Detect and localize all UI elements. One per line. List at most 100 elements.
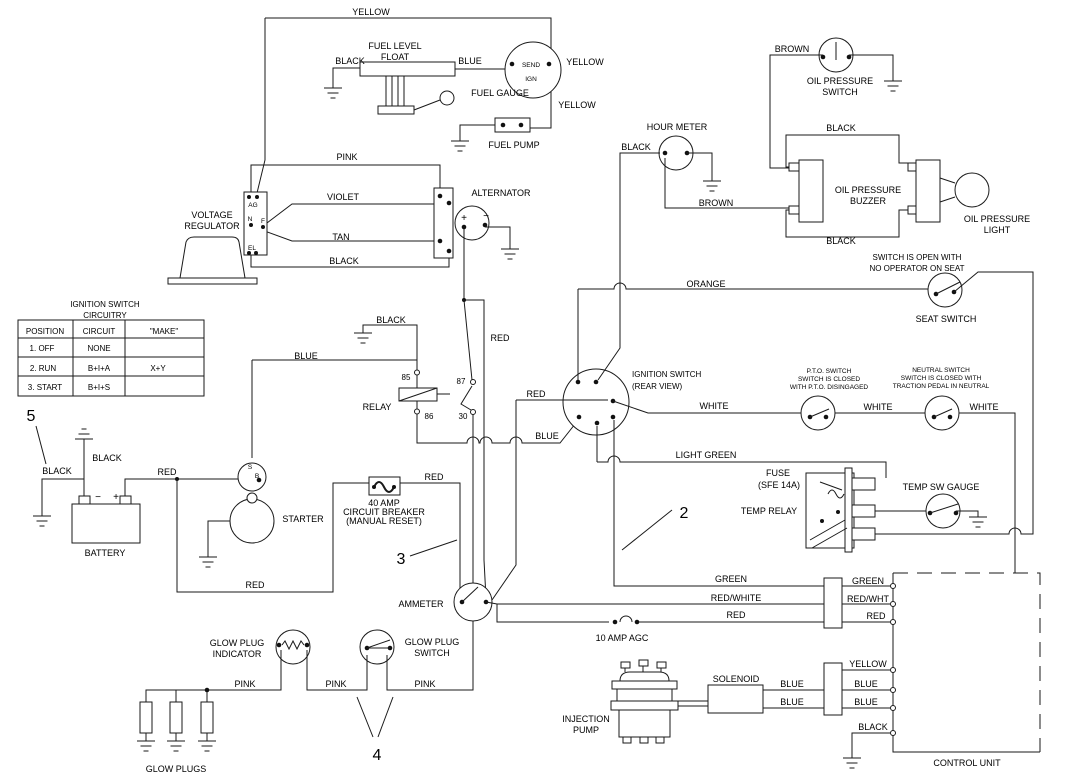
terminal-ag: AG	[248, 202, 257, 209]
wire-label-green-left: GREEN	[715, 574, 747, 584]
wire-label-red-bottom: RED	[245, 580, 265, 590]
relay-terminal-30: 30	[459, 412, 468, 421]
wire-label-black-hour: BLACK	[621, 142, 651, 152]
injection-circuit: INJECTION PUMP SOLENOID BLUE BLUE YELLOW…	[562, 659, 890, 769]
oil-circuit: BROWN OIL PRESSURE SWITCH HOUR METER BLA…	[621, 37, 1030, 246]
regulator-label-1: VOLTAGE	[191, 210, 232, 220]
callout-3: 3	[397, 551, 406, 568]
terminal-n: N	[248, 216, 253, 223]
temp-circuit: FUSE (SFE 14A) TEMP RELAY TEMP SW GAUGE	[741, 467, 988, 553]
ground-icon	[136, 737, 156, 752]
pto-note-1: P.T.O. SWITCH	[807, 368, 852, 375]
wire-label-red-batt: RED	[157, 467, 177, 477]
wire-label-orange: ORANGE	[686, 279, 725, 289]
fuel-gauge-symbol	[504, 41, 562, 99]
wire-label-pink: PINK	[336, 152, 357, 162]
wire-label-black-fuel: BLACK	[335, 56, 365, 66]
wire-label-yellow-down: YELLOW	[558, 100, 596, 110]
wire-label-black-cu: BLACK	[858, 722, 888, 732]
wire-label-red-alt: RED	[490, 333, 510, 343]
fuse-10amp-label: 10 AMP AGC	[596, 633, 649, 643]
wire-label-blue-relay: BLUE	[294, 351, 318, 361]
ground-icon	[323, 84, 343, 99]
regulator-label-2: REGULATOR	[184, 221, 240, 231]
oil-light-label-2: LIGHT	[984, 225, 1011, 235]
wire-label-black-relay: BLACK	[376, 315, 406, 325]
callouts: 5 3 2 4	[27, 408, 689, 764]
temp-relay-symbol	[805, 467, 876, 553]
neutral-note-1: NEUTRAL SWITCH	[912, 367, 970, 374]
breaker-label-3: (MANUAL RESET)	[346, 516, 422, 526]
relay-terminal-85: 85	[402, 373, 411, 382]
charging-circuit: PINK VOLTAGE REGULATOR AG N F EL VIOLET …	[167, 152, 531, 599]
relay-terminal-87: 87	[457, 377, 466, 386]
wire-label-redwht-right: RED/WHT	[847, 594, 889, 604]
ground-icon	[32, 512, 52, 527]
battery-plus: +	[113, 492, 119, 503]
glow-plugs-label: GLOW PLUGS	[146, 764, 207, 774]
ammeter-label: AMMETER	[399, 599, 445, 609]
wire-label-blue-cu-2: BLUE	[854, 697, 878, 707]
table-cell: B+I+S	[88, 383, 110, 392]
relay-circuit: 85 87 86 30 RELAY BLACK BLUE	[251, 299, 580, 583]
wire-label-black-batt: BLACK	[92, 453, 122, 463]
oil-switch-label-1: OIL PRESSURE	[807, 76, 873, 86]
ground-icon	[166, 737, 186, 752]
wire-label-yellow-top: YELLOW	[352, 7, 390, 17]
ground-icon	[842, 754, 862, 769]
table-header-circuit: CIRCUIT	[83, 327, 116, 336]
alternator-label: ALTERNATOR	[471, 188, 531, 198]
injection-pump-symbol	[610, 659, 679, 744]
buzzer-label-1: OIL PRESSURE	[835, 185, 901, 195]
callout-4: 4	[373, 747, 382, 764]
neutral-note-3: TRACTION PEDAL IN NEUTRAL	[893, 383, 990, 390]
table-header-make: "MAKE"	[150, 327, 179, 336]
glow-switch-symbol	[359, 629, 395, 665]
gauge-terminal-send: SEND	[522, 62, 540, 69]
wire-label-white-3: WHITE	[970, 402, 999, 412]
callout-5: 5	[27, 408, 36, 425]
ground-icon	[353, 329, 373, 344]
temp-relay-label: TEMP RELAY	[741, 506, 797, 516]
glow-indicator-label-1: GLOW PLUG	[210, 638, 265, 648]
wire-label-pink-2: PINK	[325, 679, 346, 689]
wire-label-pink-3: PINK	[414, 679, 435, 689]
temp-gauge-label: TEMP SW GAUGE	[903, 482, 980, 492]
voltage-regulator-symbol	[167, 191, 268, 285]
connector-block-upper	[823, 577, 843, 629]
wire-label-pink-1: PINK	[234, 679, 255, 689]
wire-label-blue-fuel: BLUE	[458, 56, 482, 66]
neutral-note-2: SWITCH IS CLOSED WITH	[901, 375, 982, 382]
battery-label: BATTERY	[85, 548, 126, 558]
glow-switch-label-1: GLOW PLUG	[405, 637, 460, 647]
battery-minus: −	[95, 492, 101, 503]
control-feed-wires: 10 AMP AGC GREEN RED/WHITE RED GREEN RED…	[485, 574, 890, 643]
glow-plugs-symbol	[139, 701, 214, 738]
glow-indicator-label-2: INDICATOR	[213, 649, 262, 659]
ground-icon	[702, 177, 722, 192]
ignition-label-1: IGNITION SWITCH	[632, 370, 702, 379]
table-title-2: CIRCUITRY	[83, 311, 127, 320]
solenoid-symbol	[707, 684, 764, 714]
oil-light-symbol	[939, 172, 990, 208]
oil-pressure-switch-symbol	[818, 37, 854, 73]
fuel-gauge-label: FUEL GAUGE	[471, 88, 529, 98]
seat-note-1: SWITCH IS OPEN WITH	[873, 253, 962, 262]
wire-label-brown2: BROWN	[699, 198, 734, 208]
table-cell: X+Y	[150, 364, 166, 373]
fuel-pump-label: FUEL PUMP	[488, 140, 539, 150]
wire-label-red-left: RED	[726, 610, 746, 620]
terminal-el: EL	[248, 245, 256, 252]
buzzer-label-2: BUZZER	[850, 196, 887, 206]
temp-gauge-symbol	[925, 493, 961, 529]
gauge-terminal-ign: IGN	[525, 76, 537, 83]
pto-switch-symbol	[800, 395, 836, 431]
wire-label-black-bottom: BLACK	[826, 236, 856, 246]
table-cell: B+I+A	[88, 364, 111, 373]
fuse-label-1: FUSE	[766, 468, 790, 478]
ground-icon	[74, 428, 94, 443]
starter-label: STARTER	[282, 514, 324, 524]
fuel-level-float-symbol	[359, 61, 456, 115]
wire-label-white-1: WHITE	[700, 401, 729, 411]
